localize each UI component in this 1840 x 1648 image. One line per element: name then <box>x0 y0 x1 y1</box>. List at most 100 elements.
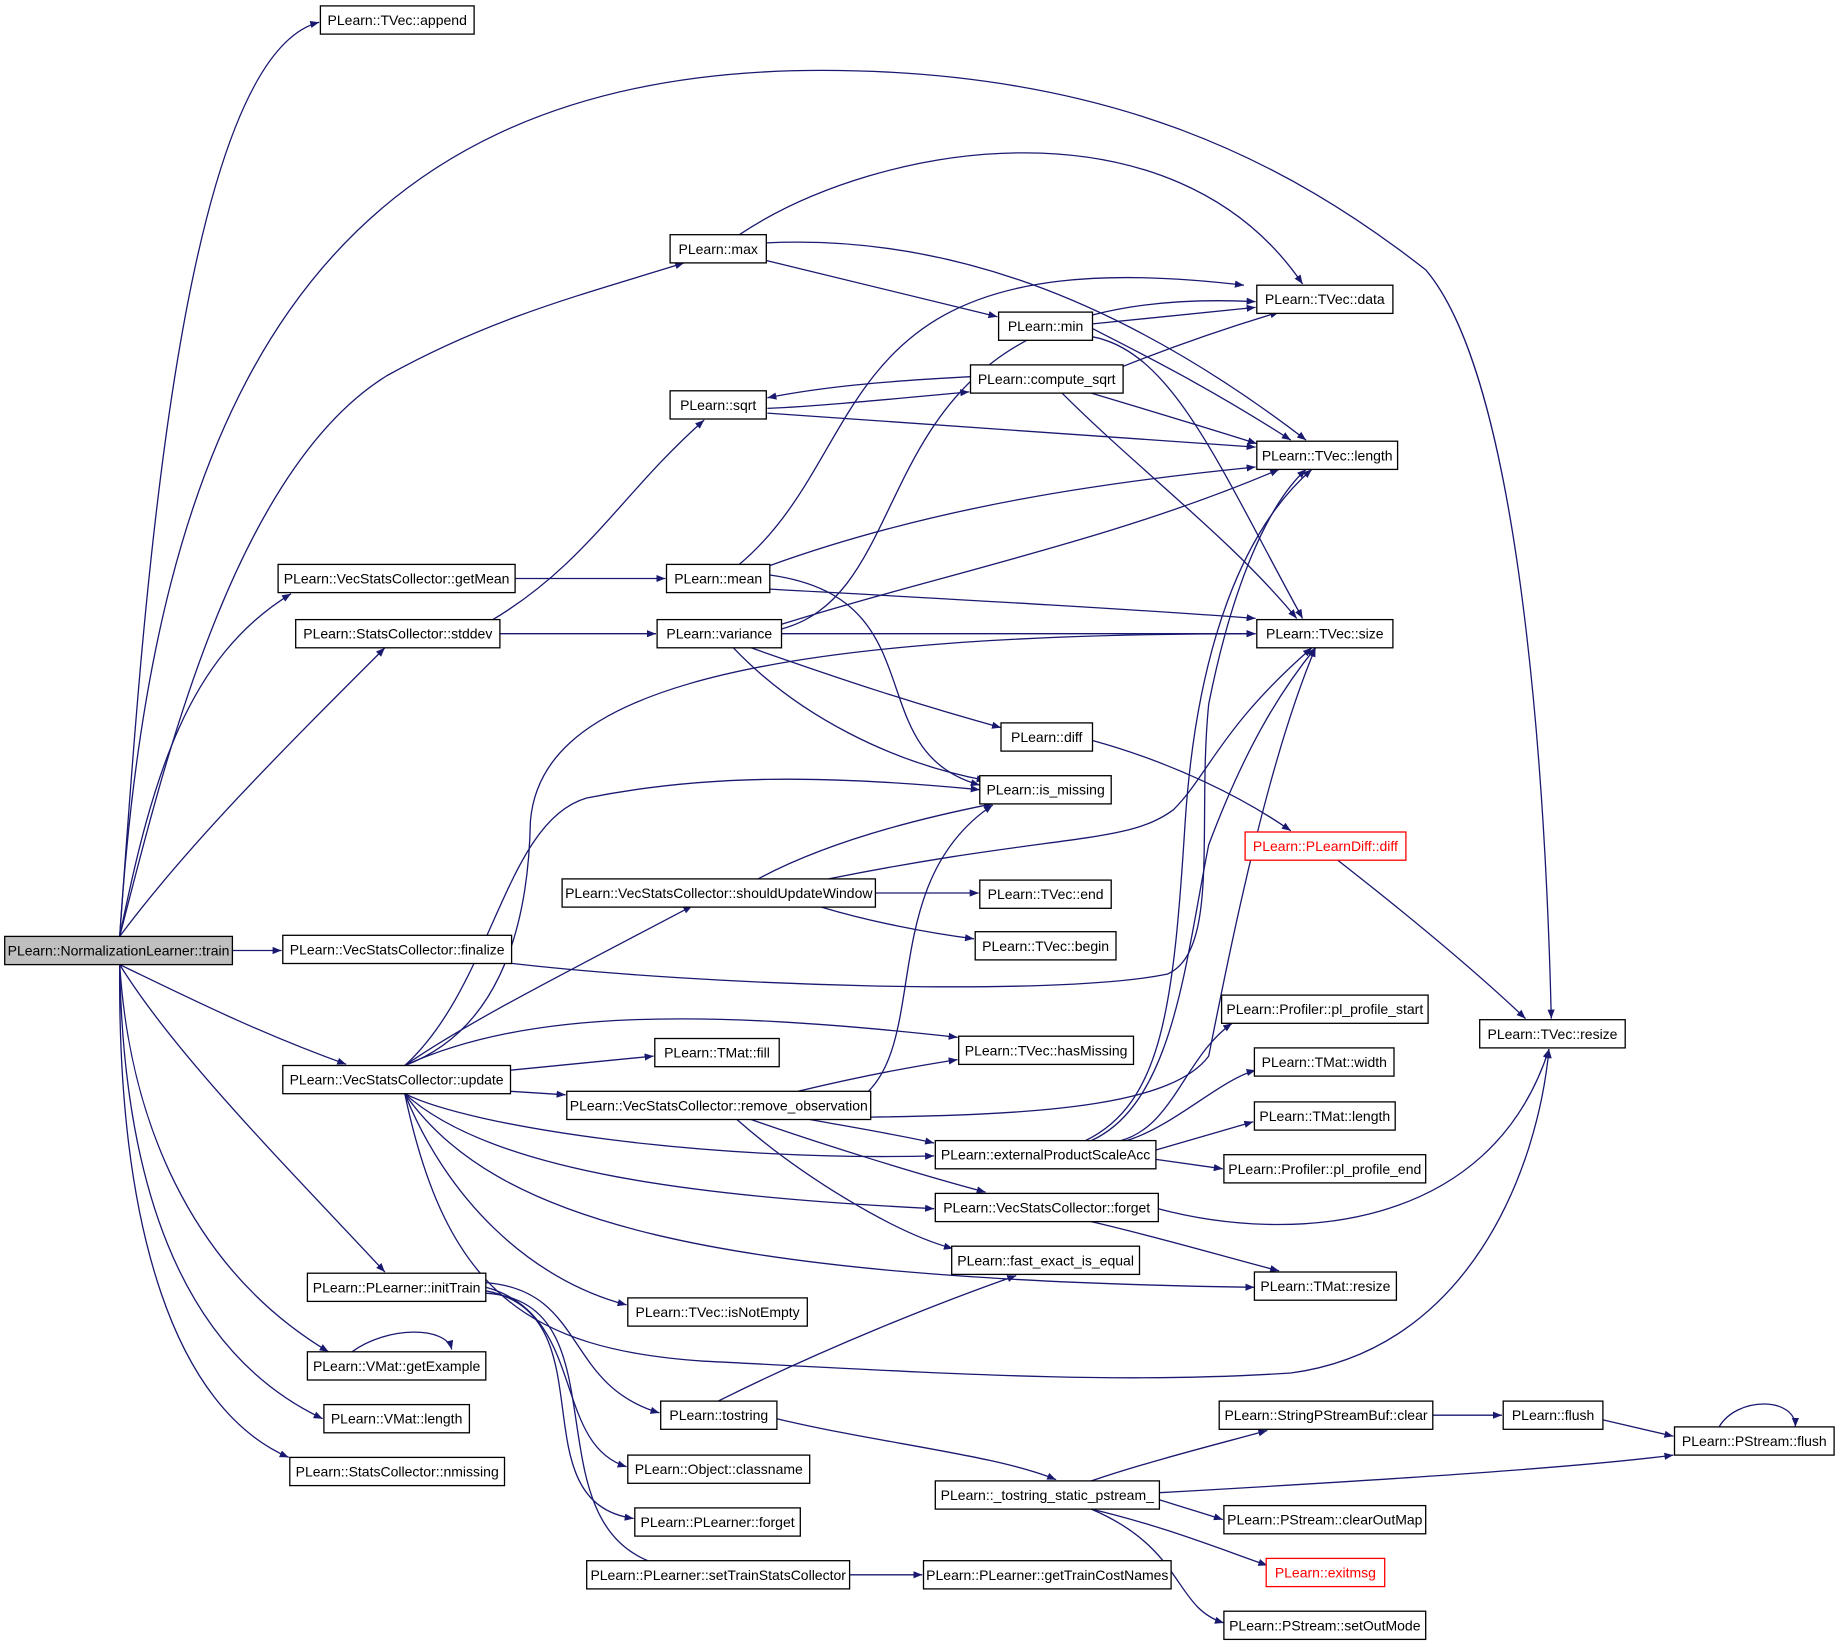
edge-train-to-max <box>119 262 685 937</box>
node-fill[interactable]: PLearn::TMat::fill <box>654 1037 780 1068</box>
node-diff[interactable]: PLearn::diff <box>1000 722 1094 752</box>
node-label-hasMissing: PLearn::TVec::hasMissing <box>965 1042 1128 1058</box>
node-box-size <box>1256 618 1394 649</box>
node-fastEq[interactable]: PLearn::fast_exact_is_equal <box>951 1245 1141 1276</box>
node-box-pend <box>1223 1154 1427 1184</box>
node-append[interactable]: PLearn::TVec::append <box>319 5 475 35</box>
edge-mean-to-data <box>738 276 1244 565</box>
node-mlength[interactable]: PLearn::TMat::length <box>1253 1101 1396 1131</box>
node-min[interactable]: PLearn::min <box>997 311 1094 341</box>
edge-update-to-shouldUpdate <box>404 905 693 1067</box>
node-initTrain[interactable]: PLearn::PLearner::initTrain <box>306 1272 487 1303</box>
node-box-mlength <box>1253 1101 1396 1131</box>
node-label-psflush: PLearn::PStream::flush <box>1682 1433 1827 1449</box>
node-update[interactable]: PLearn::VecStatsCollector::update <box>282 1064 512 1095</box>
node-getMean[interactable]: PLearn::VecStatsCollector::getMean <box>277 563 516 594</box>
node-label-initTrain: PLearn::PLearner::initTrain <box>313 1279 481 1295</box>
edge-tostatic-to-clearOutMap <box>1159 1499 1224 1521</box>
edge-train-to-update <box>119 964 347 1065</box>
node-label-setOutMode: PLearn::PStream::setOutMode <box>1229 1617 1421 1633</box>
node-classname[interactable]: PLearn::Object::classname <box>627 1454 811 1484</box>
node-label-data: PLearn::TVec::data <box>1265 291 1385 307</box>
node-isNotEmpty[interactable]: PLearn::TVec::isNotEmpty <box>627 1297 808 1327</box>
node-nmissing[interactable]: PLearn::StatsCollector::nmissing <box>289 1456 506 1487</box>
node-setOutMode[interactable]: PLearn::PStream::setOutMode <box>1223 1610 1427 1641</box>
node-box-setOutMode <box>1223 1610 1427 1641</box>
node-box-data <box>1256 284 1394 315</box>
edge-update-to-isNotEmpty <box>404 1093 627 1307</box>
node-box-vlength <box>323 1403 471 1434</box>
edge-removeObs-to-size <box>870 647 1317 1118</box>
node-begin[interactable]: PLearn::TVec::begin <box>974 931 1117 961</box>
edge-removeObs-to-extProd <box>809 1118 935 1145</box>
node-sqrt[interactable]: PLearn::sqrt <box>669 390 767 420</box>
node-extProd[interactable]: PLearn::externalProductScaleAcc <box>934 1139 1157 1170</box>
edge-tostatic-to-exitmsg <box>1091 1508 1268 1567</box>
node-flush[interactable]: PLearn::flush <box>1502 1400 1604 1430</box>
node-label-pstart: PLearn::Profiler::pl_profile_start <box>1226 1001 1423 1017</box>
node-label-flush: PLearn::flush <box>1512 1407 1595 1423</box>
node-hasMissing[interactable]: PLearn::TVec::hasMissing <box>958 1035 1135 1066</box>
node-label-diff: PLearn::diff <box>1011 729 1082 745</box>
edge-compute_sqrt-to-tlength <box>1091 392 1257 445</box>
edge-sqrt-to-compute_sqrt <box>767 389 970 410</box>
edge-train-to-nmissing <box>119 964 289 1458</box>
node-pstart[interactable]: PLearn::Profiler::pl_profile_start <box>1220 994 1429 1024</box>
edge-initTrain-to-classname <box>485 1286 627 1468</box>
node-getTCN[interactable]: PLearn::PLearner::getTrainCostNames <box>922 1560 1172 1590</box>
node-label-update: PLearn::VecStatsCollector::update <box>290 1072 504 1088</box>
node-shouldUpdate[interactable]: PLearn::VecStatsCollector::shouldUpdateW… <box>561 878 877 908</box>
edge-min-to-data <box>1092 304 1256 325</box>
node-getExample[interactable]: PLearn::VMat::getExample <box>306 1351 487 1381</box>
edge-stddev-to-sqrt <box>492 419 705 621</box>
edge-tostatic-to-setOutMode <box>1091 1508 1225 1624</box>
node-setTSC[interactable]: PLearn::PLearner::setTrainStatsCollector <box>586 1560 851 1590</box>
node-train[interactable]: PLearn::NormalizationLearner::train <box>4 935 234 966</box>
node-tostring[interactable]: PLearn::tostring <box>660 1400 778 1430</box>
edge-variance-to-is_missing <box>732 647 986 783</box>
node-exitmsg[interactable]: PLearn::exitmsg <box>1265 1557 1386 1588</box>
edge-mean-to-size <box>769 588 1256 622</box>
node-clearOutMap[interactable]: PLearn::PStream::clearOutMap <box>1223 1504 1427 1535</box>
node-tresize[interactable]: PLearn::TVec::resize <box>1479 1019 1626 1049</box>
node-tostatic[interactable]: PLearn::_tostring_static_pstream_ <box>934 1480 1161 1510</box>
node-removeObs[interactable]: PLearn::VecStatsCollector::remove_observ… <box>566 1090 872 1121</box>
node-compute_sqrt[interactable]: PLearn::compute_sqrt <box>969 364 1124 394</box>
node-label-spclear: PLearn::StringPStreamBuf::clear <box>1224 1407 1427 1423</box>
node-box-classname <box>627 1454 811 1484</box>
edge-extProd-to-width <box>1126 1069 1256 1142</box>
node-box-fastEq <box>951 1245 1141 1276</box>
node-max[interactable]: PLearn::max <box>669 234 767 264</box>
node-variance[interactable]: PLearn::variance <box>656 618 783 649</box>
edge-forget-to-mresize <box>1091 1220 1280 1273</box>
node-label-stddev: PLearn::StatsCollector::stddev <box>303 626 492 642</box>
node-data[interactable]: PLearn::TVec::data <box>1256 284 1394 315</box>
node-finalize[interactable]: PLearn::VecStatsCollector::finalize <box>282 934 513 965</box>
node-size[interactable]: PLearn::TVec::size <box>1256 618 1394 649</box>
node-forget[interactable]: PLearn::VecStatsCollector::forget <box>934 1192 1159 1223</box>
node-box-pstart <box>1220 994 1429 1024</box>
node-box-variance <box>656 618 783 649</box>
edge-extProd-to-pstart <box>1120 1022 1233 1142</box>
node-end[interactable]: PLearn::TVec::end <box>979 879 1112 909</box>
node-width[interactable]: PLearn::TMat::width <box>1253 1047 1395 1077</box>
node-is_missing[interactable]: PLearn::is_missing <box>979 775 1112 805</box>
node-tlength[interactable]: PLearn::TVec::length <box>1256 440 1399 471</box>
node-box-psflush <box>1673 1426 1835 1456</box>
node-pforget[interactable]: PLearn::PLearner::forget <box>634 1507 801 1537</box>
node-pdiff[interactable]: PLearn::PLearnDiff::diff <box>1244 831 1407 861</box>
node-pend[interactable]: PLearn::Profiler::pl_profile_end <box>1223 1154 1427 1184</box>
node-spclear[interactable]: PLearn::StringPStreamBuf::clear <box>1218 1400 1434 1430</box>
node-label-tlength: PLearn::TVec::length <box>1262 447 1393 463</box>
edge-shouldUpdate-to-is_missing <box>757 802 993 880</box>
node-mean[interactable]: PLearn::mean <box>665 563 771 594</box>
edge-train-to-getExample <box>119 964 329 1353</box>
node-stddev[interactable]: PLearn::StatsCollector::stddev <box>295 618 501 649</box>
node-vlength[interactable]: PLearn::VMat::length <box>323 1403 471 1434</box>
node-psflush[interactable]: PLearn::PStream::flush <box>1673 1426 1835 1456</box>
node-mresize[interactable]: PLearn::TMat::resize <box>1253 1271 1398 1301</box>
node-box-mresize <box>1253 1271 1398 1301</box>
node-label-pforget: PLearn::PLearner::forget <box>641 1514 795 1530</box>
edge-train-to-stddev <box>119 647 386 937</box>
